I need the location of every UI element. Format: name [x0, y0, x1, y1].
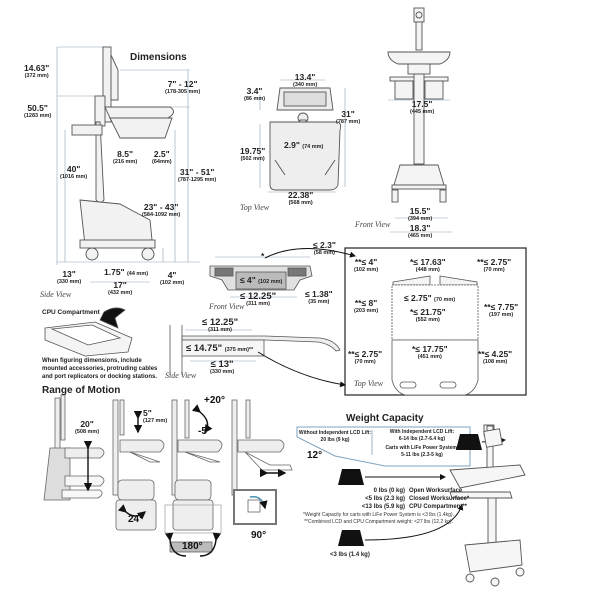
motion-arrows	[83, 404, 287, 557]
dim-side-13: 13"(330 mm)	[57, 269, 82, 286]
dim-top-3-4: 3.4"(86 mm)	[244, 86, 266, 103]
weight-row-2-label: CPU Compartment**	[409, 504, 468, 510]
weight-with-lift: With Independent LCD Lift:6-14 lbs (2.7-…	[389, 429, 455, 442]
weight-footnote-2: **Combined LCD and CPU Compartment weigh…	[304, 518, 453, 525]
weight-row-1-value: <5 lbs (2.3 kg)	[365, 496, 405, 502]
cpu-side-view-label: Side View	[165, 371, 197, 380]
dim-side-7-12: 7" - 12"(178-305 mm)	[165, 79, 201, 96]
dim-cpu-side-12-25: ≤ 12.25"(311 mm)	[202, 317, 239, 333]
dim-front-17-5: 17.5"(445 mm)	[410, 99, 435, 116]
dim-side-2-5: 2.5"(64mm)	[152, 149, 172, 166]
dim-top-13-4: 13.4"(340 mm)	[293, 72, 318, 89]
motion-keyboard-tilt: 12°	[307, 450, 323, 461]
motion-swivel: 24°	[128, 514, 144, 525]
dim-cpu-side-13: ≤ 13"(330 mm)	[210, 359, 235, 375]
cpu-top-view-box	[344, 247, 527, 396]
dim-top-19-75: 19.75"(502 mm)	[240, 146, 266, 163]
weight-row-values: 0 lbs (0 kg) <5 lbs (2.3 kg) <13 lbs (5.…	[345, 487, 405, 511]
dim-side-1-75: 1.75" (44 mm)	[104, 267, 149, 278]
keyboard-weight: <3 lbs (1.4 kg)	[330, 552, 370, 558]
weight-life-power: Carts with LiFe Power System:5-11 lbs (2…	[385, 445, 459, 458]
dim-side-23-43: 23" - 43"(584-1092 mm)	[142, 202, 181, 219]
dim-cpu-top-4-25: **≤ 4.25"(108 mm)	[478, 349, 513, 366]
weight-capacity-title: Weight Capacity	[346, 413, 424, 424]
weight-row-2-value: <13 lbs (5.9 kg)	[361, 504, 405, 510]
range-of-motion-title: Range of Motion	[42, 385, 121, 396]
dim-cpu-top-17-63: *≤ 17.63"(448 mm)	[410, 257, 446, 274]
range-of-motion-drawings	[43, 394, 293, 553]
dim-cpu-front-1-38: ≤ 1.38"(35 mm)	[305, 289, 333, 306]
cpu-front-view	[209, 265, 313, 291]
dim-cpu-front-12-25: ≤ 12.25"(311 mm)	[240, 291, 277, 307]
full-cart-drawing	[449, 424, 526, 587]
weight-without-lift: Without Independent LCD Lift:20 lbs (9 k…	[298, 430, 372, 443]
side-view-label: Side View	[40, 290, 72, 299]
motion-rotate: 180°	[182, 541, 203, 552]
motion-lift-5: 5"(127 mm)	[143, 408, 168, 425]
motion-height-20: 20"(508 mm)	[75, 419, 100, 436]
cpu-front-star: *	[261, 251, 265, 261]
weight-row-0-value: 0 lbs (0 kg)	[373, 488, 405, 494]
dim-cpu-front-4: ≤ 4" (102 mm)	[240, 275, 283, 286]
weight-footnote-1: *Weight Capacity for carts with LiFe Pow…	[303, 512, 454, 518]
motion-tilt-down: -5°	[198, 426, 211, 437]
cpu-compartment-title: CPU Compartment	[42, 309, 100, 316]
weight-capacity-panel	[296, 426, 471, 467]
dim-front-18-3: 18.3"(465 mm)	[408, 223, 433, 240]
dim-cpu-top-2-75-b: ≤ 2.75" (70 mm)	[404, 293, 456, 304]
dim-cpu-top-4: **≤ 4"(102 mm)	[354, 257, 379, 274]
dim-side-31-51: 31" - 51"(787-1295 mm)	[178, 167, 217, 184]
dim-top-2-9: 2.9" (74 mm)	[284, 140, 324, 151]
weight-icons	[338, 434, 482, 546]
dim-side-8-5: 8.5"(216 mm)	[113, 149, 138, 166]
dim-cpu-top-2-75-a: **≤ 2.75"(70 mm)	[477, 257, 512, 274]
weight-row-0-label: Open Worksurface	[409, 488, 463, 494]
dim-cpu-top-8: **≤ 8"(203 mm)	[354, 298, 379, 315]
cpu-compartment-sketch	[44, 307, 133, 357]
cpu-front-view-label: Front View	[209, 302, 245, 311]
dimension-note: When figuring dimensions, include mounte…	[42, 358, 158, 380]
dim-side-40: 40"(1016 mm)	[60, 164, 88, 181]
side-view-cart	[71, 46, 174, 261]
front-view-label: Front View	[355, 220, 391, 229]
weight-row-labels: Open Worksurface Closed Worksurface* CPU…	[409, 487, 469, 511]
dim-side-14-63: 14.63"(372 mm)	[24, 63, 50, 80]
top-view-label: Top View	[240, 203, 270, 212]
dim-top-31: 31"(787 mm)	[336, 109, 361, 126]
dim-cpu-top-17-75: *≤ 17.75"(451 mm)	[412, 344, 448, 361]
connector-arrow	[257, 351, 346, 388]
dim-cpu-top-21-75: *≤ 21.75"(552 mm)	[410, 307, 446, 324]
motion-monitor-rotate: 90°	[251, 530, 267, 541]
top-view-cart	[269, 87, 342, 191]
front-view-cart	[387, 7, 451, 203]
connector-arrow	[264, 248, 356, 259]
dim-side-4: 4"(102 mm)	[160, 270, 185, 287]
weight-row-1-label: Closed Worksurface*	[409, 496, 470, 502]
dim-cpu-top-7-75: **≤ 7.75"(197 mm)	[484, 302, 519, 319]
cpu-side-view	[169, 325, 341, 375]
dim-side-17: 17"(432 mm)	[108, 280, 133, 297]
dim-cpu-top-2-75-c: **≤ 2.75"(70 mm)	[348, 349, 383, 366]
dim-front-15-5: 15.5"(394 mm)	[408, 206, 433, 223]
dimensions-title: Dimensions	[130, 52, 187, 63]
dim-side-50-5: 50.5"(1283 mm)	[24, 103, 52, 120]
dim-cpu-front-2-3: ≤ 2.3"(58 mm)	[313, 240, 336, 257]
motion-tilt-up: +20°	[204, 395, 225, 406]
cpu-top-view-label: Top View	[354, 379, 384, 388]
weight-footnotes: *Weight Capacity for carts with LiFe Pow…	[296, 512, 461, 525]
dim-cpu-side-14-75: ≤ 14.75" (375 mm)**	[186, 343, 254, 354]
dim-top-22-38: 22.38"(568 mm)	[288, 190, 314, 207]
